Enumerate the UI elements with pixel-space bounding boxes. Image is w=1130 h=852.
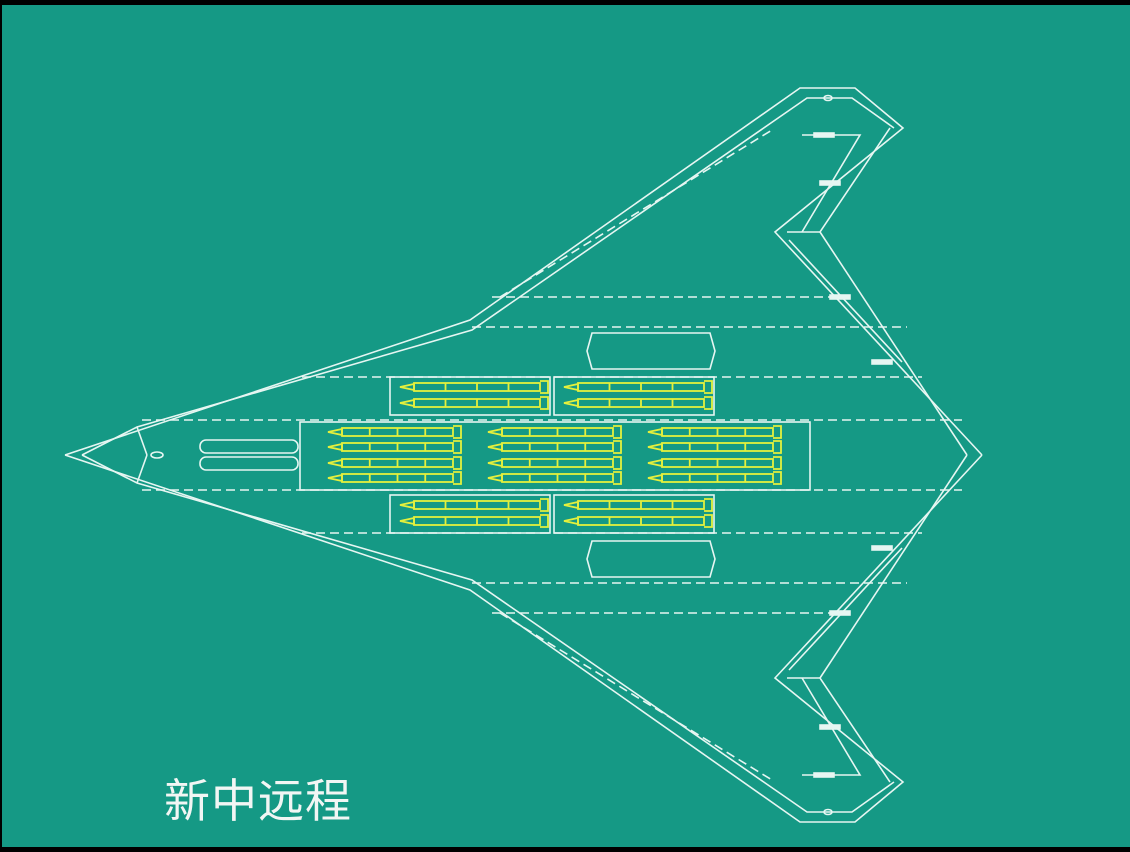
nose-section-bottom [136, 454, 148, 484]
missile-fins [540, 498, 549, 512]
outer-edge-top [64, 87, 983, 456]
missile-fins [613, 425, 622, 439]
missile [487, 440, 622, 454]
missile [487, 456, 622, 470]
missile-fins [773, 456, 782, 470]
missile [487, 425, 622, 439]
missile-nose [647, 458, 663, 468]
missile-nose [399, 516, 415, 526]
diagram-caption: 新中远程 [164, 774, 352, 828]
rib-marker [813, 132, 835, 138]
missile-fins [453, 471, 462, 485]
weapon-bays [199, 332, 811, 578]
missile-nose [327, 442, 343, 452]
missile [399, 380, 549, 394]
elevon-line-top [788, 239, 903, 363]
missile-nose [327, 473, 343, 483]
rib-marker [813, 772, 835, 778]
equipment-pod-top [586, 332, 716, 370]
missile-fins [773, 425, 782, 439]
missile [487, 471, 622, 485]
missile-nose [563, 516, 579, 526]
missile-nose [399, 398, 415, 408]
missile-fins [704, 498, 713, 512]
rib-marker [819, 180, 841, 186]
missile-nose [487, 442, 503, 452]
missile-nose [487, 427, 503, 437]
missile-nose [327, 458, 343, 468]
missile-fins [613, 456, 622, 470]
missile [647, 471, 782, 485]
missile-nose [327, 427, 343, 437]
bay-top-1 [389, 376, 551, 416]
missile-nose [399, 500, 415, 510]
rib-marker [871, 359, 893, 365]
missile [647, 425, 782, 439]
missile-nose [647, 473, 663, 483]
missile-nose [487, 473, 503, 483]
missile-nose [647, 442, 663, 452]
leading-spar-bottom [499, 612, 773, 781]
missile-nose [563, 398, 579, 408]
leading-spar-top [499, 129, 773, 298]
missile [327, 471, 462, 485]
missile [399, 396, 549, 410]
nose-bay-top [199, 439, 299, 454]
rib-marker [871, 545, 893, 551]
elevon-line-bottom [788, 547, 903, 671]
missile-nose [563, 382, 579, 392]
airframe-outline [64, 87, 983, 823]
outer-edge-bottom [64, 454, 983, 823]
equipment-pod-bottom [586, 540, 716, 578]
diagram-canvas: 新中远程 [2, 5, 1130, 847]
missile [647, 456, 782, 470]
bay-bottom-2 [553, 494, 715, 534]
inner-leading-edge-top [81, 97, 895, 456]
missile-fins [704, 396, 713, 410]
missile-fins [704, 514, 713, 528]
missile-fins [773, 440, 782, 454]
missile-nose [399, 382, 415, 392]
wingtip-light [823, 808, 833, 816]
rib-marker [829, 610, 851, 616]
missile [563, 396, 713, 410]
missile-fins [453, 456, 462, 470]
missile-fins [773, 471, 782, 485]
rib-marker [819, 724, 841, 730]
missile-fins [613, 440, 622, 454]
missile [327, 456, 462, 470]
missile-fins [704, 380, 713, 394]
rib-marker [829, 294, 851, 300]
missile [563, 380, 713, 394]
missile [327, 425, 462, 439]
missile-fins [540, 514, 549, 528]
missile [563, 498, 713, 512]
missile [399, 498, 549, 512]
bay-top-2 [553, 376, 715, 416]
wingtip-light [823, 94, 833, 102]
trailing-edge-inner-top [819, 231, 968, 456]
missile-nose [563, 500, 579, 510]
inner-leading-edge-bottom [81, 454, 895, 813]
missile [647, 440, 782, 454]
missile-nose [647, 427, 663, 437]
bay-bottom-1 [389, 494, 551, 534]
missile-fins [540, 380, 549, 394]
missiles [327, 380, 782, 528]
missile-fins [540, 396, 549, 410]
missile [327, 440, 462, 454]
missile-fins [453, 425, 462, 439]
nose-section-top [136, 426, 148, 456]
missile-nose [487, 458, 503, 468]
missile-fins [453, 440, 462, 454]
nose-sensor [150, 451, 164, 459]
aircraft-planform-diagram [64, 87, 983, 823]
trailing-edge-inner-bottom [819, 454, 968, 679]
bay-middle [299, 421, 811, 491]
missile-fins [613, 471, 622, 485]
missile [399, 514, 549, 528]
missile [563, 514, 713, 528]
nose-bay-bottom [199, 456, 299, 471]
